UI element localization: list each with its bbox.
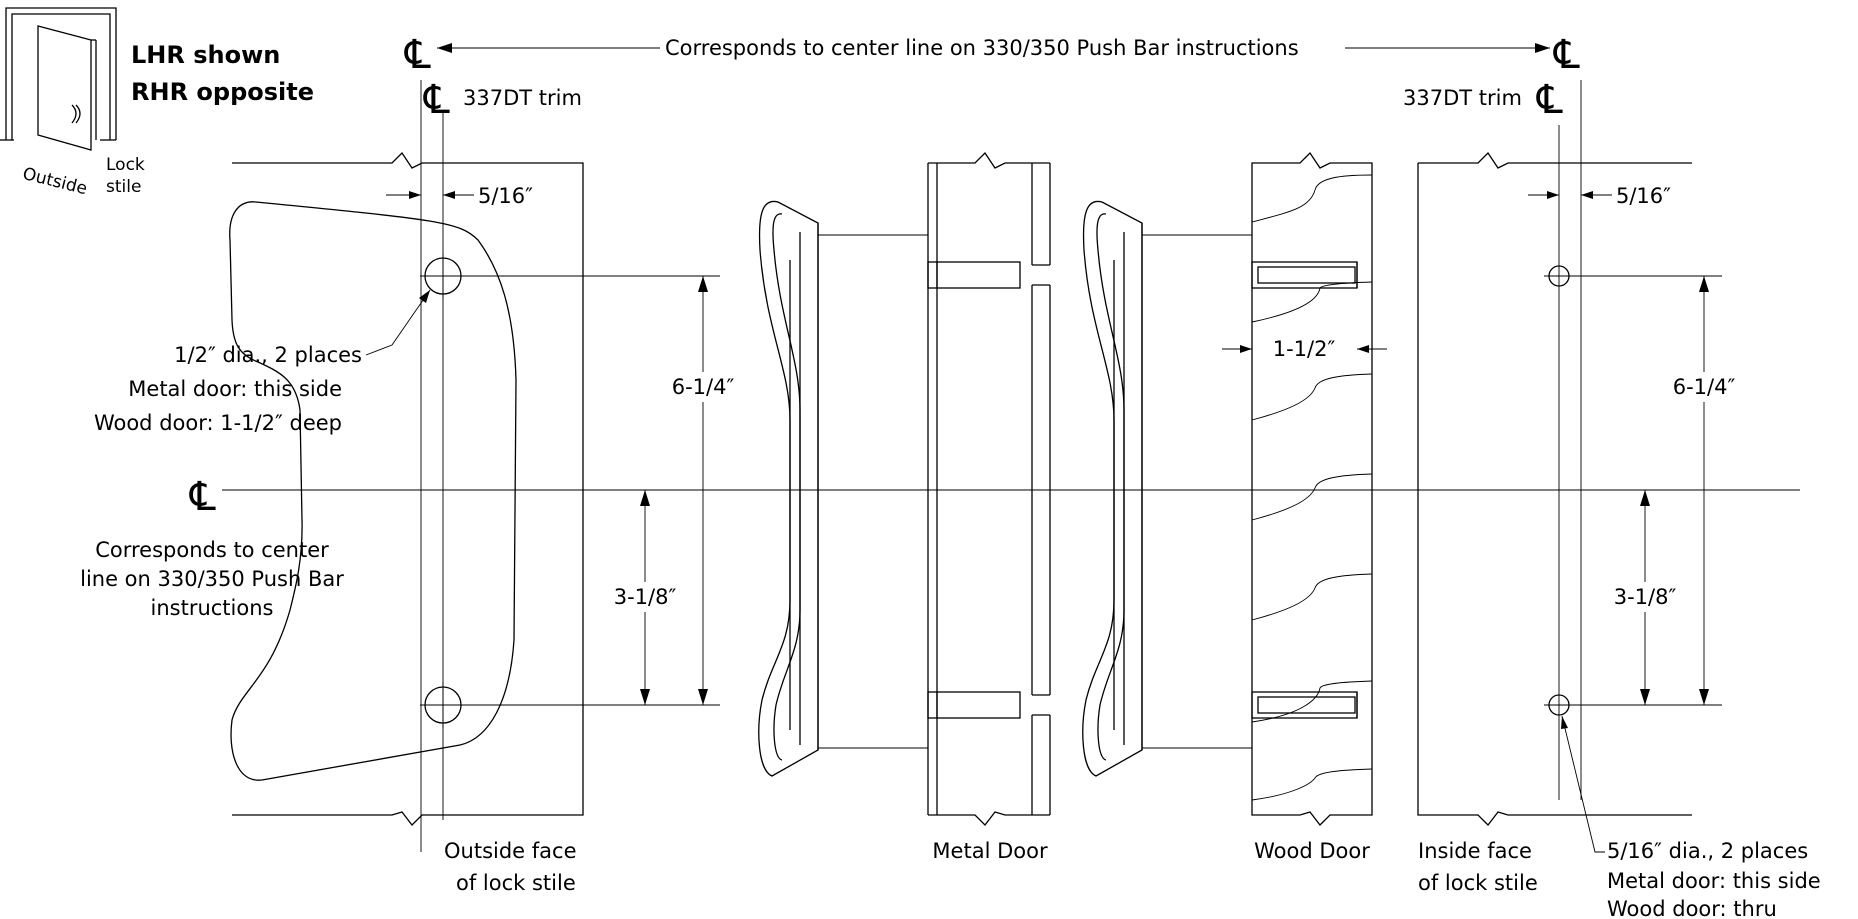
- left-hole-note-line3: Wood door: 1-1/2″ deep: [94, 411, 342, 435]
- door-swing-icon: [0, 7, 117, 151]
- spacing-dim-left: 6-1/4″: [672, 375, 735, 399]
- depth-dim: 1-1/2″: [1273, 337, 1336, 361]
- offset-dim-right: 5/16″: [1616, 184, 1671, 208]
- trim-label-right: 337DT trim: [1403, 86, 1522, 110]
- offset-dim-left: 5/16″: [478, 184, 533, 208]
- lock-stile-label-2: stile: [106, 177, 141, 197]
- centerline-symbol-top-right: ℄: [1553, 32, 1580, 78]
- half-dim-right: 3-1/8″: [1614, 585, 1677, 609]
- centerline-symbol-left: ℄: [189, 474, 216, 520]
- caption-inside-face-2: of lock stile: [1418, 871, 1538, 895]
- trim-label-left: 337DT trim: [463, 86, 582, 110]
- left-cl-note-line3: instructions: [151, 596, 274, 620]
- centerline-symbol-trim-left: ℄: [423, 77, 450, 123]
- left-hole-note-line2: Metal door: this side: [128, 377, 342, 401]
- left-hole-note-line1: 1/2″ dia., 2 places: [174, 343, 362, 367]
- outside-label: Outside: [21, 164, 90, 199]
- half-dim-left: 3-1/8″: [614, 585, 677, 609]
- centerline-symbol-trim-right: ℄: [1536, 77, 1563, 123]
- spacing-dim-right: 6-1/4″: [1673, 375, 1736, 399]
- metal-door-section: [758, 151, 1051, 826]
- top-banner-text: Corresponds to center line on 330/350 Pu…: [665, 36, 1299, 60]
- hand-note-line2: RHR opposite: [131, 78, 314, 106]
- caption-outside-face-2: of lock stile: [456, 871, 576, 895]
- lock-stile-label-1: Lock: [106, 155, 145, 175]
- left-cl-note-line1: Corresponds to center: [95, 538, 329, 562]
- centerline-symbol-top-left: ℄: [404, 32, 431, 78]
- outside-face-panel: [229, 80, 584, 852]
- caption-outside-face-1: Outside face: [444, 839, 577, 863]
- wood-door-section: [1082, 151, 1373, 826]
- left-cl-note-line2: line on 330/350 Push Bar: [80, 567, 344, 591]
- right-hole-note-line2: Metal door: this side: [1607, 869, 1821, 893]
- caption-inside-face-1: Inside face: [1418, 839, 1532, 863]
- hand-note-line1: LHR shown: [131, 41, 280, 69]
- right-hole-note-line3: Wood door: thru: [1607, 897, 1777, 919]
- right-hole-note-line1: 5/16″ dia., 2 places: [1607, 839, 1808, 863]
- caption-metal-door: Metal Door: [932, 839, 1048, 863]
- caption-wood-door: Wood Door: [1254, 839, 1370, 863]
- inside-face-panel: [1417, 80, 1692, 826]
